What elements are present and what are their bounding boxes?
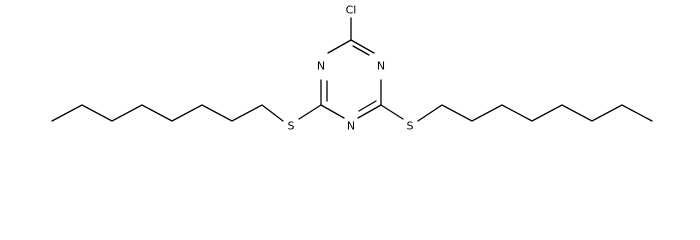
structure-canvas: Cl N N N S S	[51, 4, 653, 133]
ring-bond-c-right-to-n-bottom-double	[358, 100, 377, 112]
ring-bond-top-to-n-right-double	[352, 45, 370, 56]
atom-sulfur-left: S	[288, 120, 295, 133]
bond-c-left-s-left	[298, 104, 322, 120]
atom-nitrogen-left: N	[317, 60, 325, 73]
atom-nitrogen-right: N	[377, 60, 385, 73]
atom-nitrogen-bottom: N	[347, 120, 355, 133]
atom-chlorine: Cl	[346, 4, 357, 17]
molecule-diagram: Cl N N N S S	[51, 4, 653, 133]
ring-bond-top-to-n-left	[327, 39, 352, 54]
right-octyl-chain	[417, 104, 653, 122]
atom-sulfur-right: S	[407, 120, 414, 133]
ring-bond-c-right-to-n-bottom	[357, 104, 382, 119]
ring-bond-c-left-to-n-bottom	[320, 104, 345, 119]
bond-c-right-s-right	[380, 104, 404, 120]
left-octyl-chain	[51, 104, 284, 122]
ring-bond-top-to-n-right	[350, 39, 375, 54]
